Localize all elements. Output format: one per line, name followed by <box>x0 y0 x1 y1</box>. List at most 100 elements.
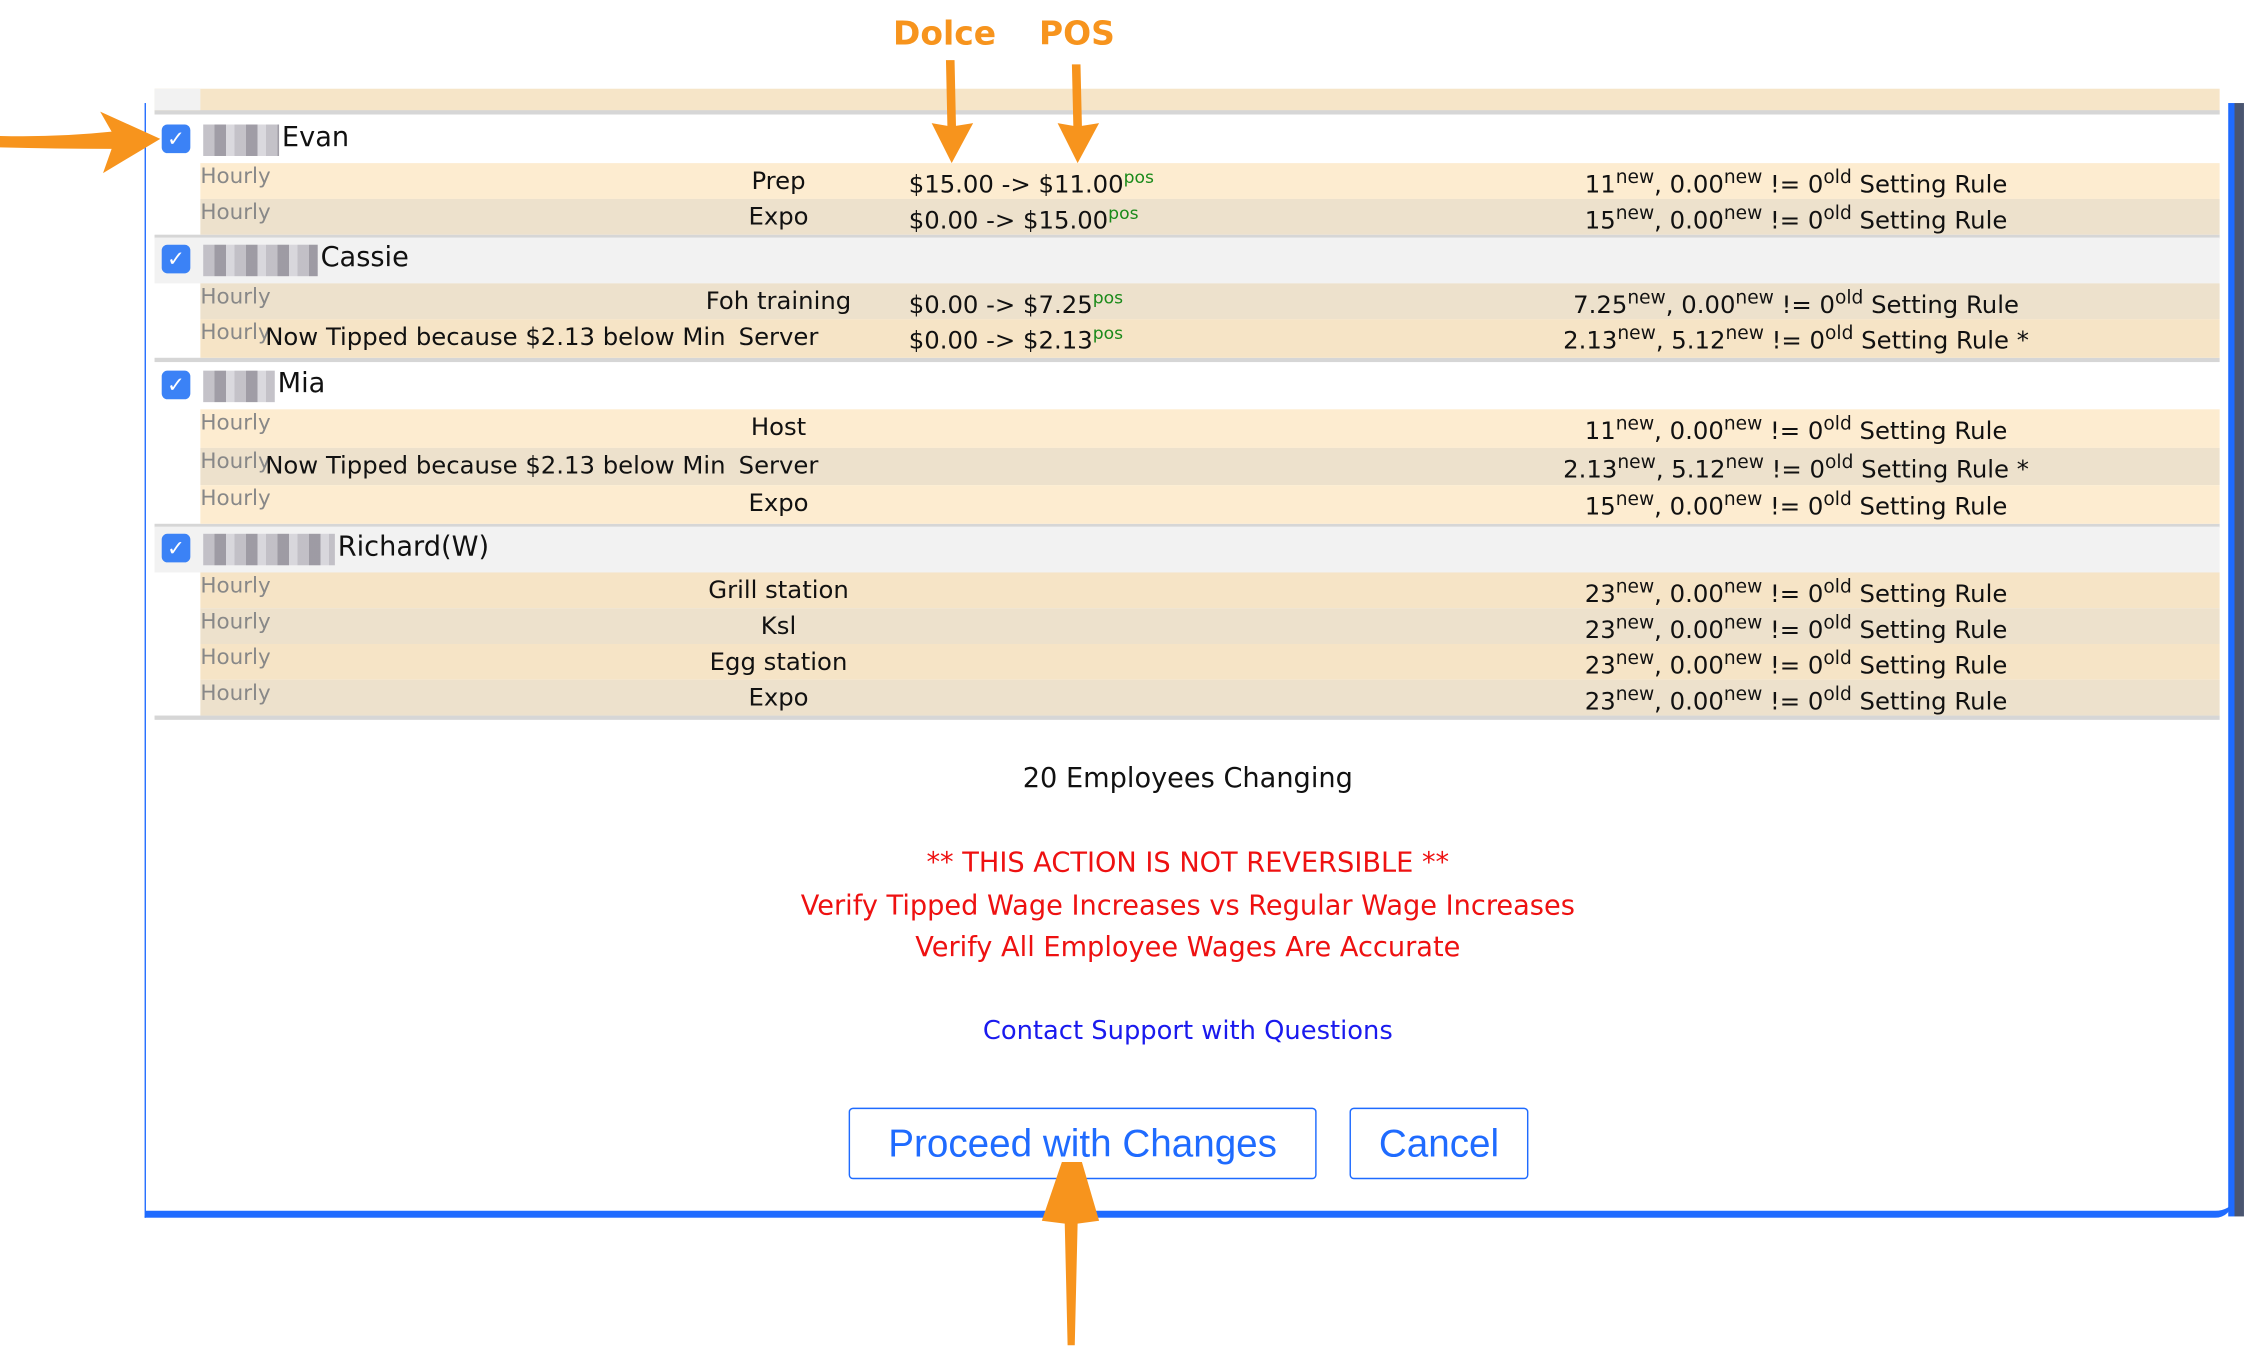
rule-a: 2.13 <box>1563 327 1618 356</box>
arrow-right-icon <box>0 111 161 174</box>
rule-b: 0.00 <box>1669 171 1724 200</box>
tag-new: new <box>1723 648 1763 670</box>
annotation-dolce: Dolce <box>893 15 997 53</box>
rule-c: 0 <box>1807 652 1824 681</box>
tag-old: old <box>1823 413 1852 436</box>
tag-new: new <box>1723 413 1763 436</box>
tag-new: new <box>1723 612 1763 634</box>
rule-a: 11 <box>1584 417 1616 447</box>
tag-old: old <box>1823 612 1852 634</box>
tag-new: new <box>1617 451 1656 473</box>
wage-row: Hourly Prep $15.00 -> $11.00pos 11new, 0.00… <box>200 163 2220 200</box>
contact-support-link[interactable]: Contact Support with Questions <box>982 1016 1393 1047</box>
employee-header: ✓Evan <box>155 117 2220 163</box>
wage-change: $15.00 -> $11.00pos <box>909 167 1154 199</box>
rule-c: 0 <box>1807 687 1824 717</box>
rule-label: Setting Rule <box>1859 616 2008 645</box>
tag-new: new <box>1723 684 1763 706</box>
tag-new: new <box>1615 576 1655 599</box>
tag-new: new <box>1615 612 1655 634</box>
rule-neq: != <box>1781 291 1812 321</box>
rule-c: 0 <box>1807 417 1824 447</box>
employee-header: ✓Richard(W) <box>154 526 2220 573</box>
redacted-name <box>203 370 275 403</box>
pay-type: Hourly <box>200 572 271 599</box>
tag-new: new <box>1615 489 1655 511</box>
rule-a: 7.25 <box>1573 291 1628 321</box>
rule-label: Setting Rule <box>1859 687 2008 717</box>
pay-type: Hourly <box>200 163 271 189</box>
rule-a: 23 <box>1584 616 1616 645</box>
rule-neq: != <box>1770 580 1801 610</box>
rule-text: 7.25new, 0.00new != 0old Setting Rule <box>1573 287 2019 321</box>
tag-new: new <box>1617 323 1656 345</box>
rule-b: 0.00 <box>1669 493 1724 522</box>
rule-a: 23 <box>1584 652 1616 681</box>
employee-checkbox[interactable]: ✓ <box>161 370 191 400</box>
rule-b: 0.00 <box>1669 207 1724 236</box>
checkmark-icon: ✓ <box>167 535 186 561</box>
employee-checkbox[interactable]: ✓ <box>161 244 191 274</box>
rule-neq: != <box>1770 207 1801 236</box>
tag-new: new <box>1723 203 1763 225</box>
rule-b: 0.00 <box>1669 687 1724 717</box>
employee-checkbox[interactable]: ✓ <box>161 533 191 563</box>
job-role: Ksl <box>760 612 797 642</box>
tag-new: new <box>1725 323 1764 345</box>
job-role: Expo <box>748 203 809 232</box>
redacted-name <box>203 124 280 156</box>
tip-note: Now Tipped because $2.13 below Min <box>265 323 726 353</box>
tag-old: old <box>1823 576 1852 599</box>
pay-type: Hourly <box>200 679 271 706</box>
tag-old: old <box>1823 648 1852 670</box>
tag-old: old <box>1825 323 1854 345</box>
rule-c: 0 <box>1807 207 1824 236</box>
job-role: Expo <box>748 684 809 713</box>
pay-type: Hourly <box>200 485 271 511</box>
tag-old: old <box>1823 684 1852 706</box>
tag-new: new <box>1615 167 1655 189</box>
rule-c: 0 <box>1809 327 1826 356</box>
employee-checkbox[interactable]: ✓ <box>161 124 191 154</box>
rule-a: 23 <box>1584 687 1616 717</box>
warning-verify-wages: Verify All Employee Wages Are Accurate <box>915 931 1461 964</box>
tag-old: old <box>1823 489 1852 511</box>
job-role: Prep <box>751 167 806 197</box>
job-role: Host <box>750 413 807 443</box>
job-role: Grill station <box>708 576 849 606</box>
cancel-button[interactable]: Cancel <box>1349 1107 1529 1180</box>
pay-type: Hourly <box>200 198 271 225</box>
rule-text: 2.13new, 5.12new != 0old Setting Rule * <box>1563 451 2029 484</box>
rule-b: 0.00 <box>1669 417 1724 447</box>
annotation-pos: POS <box>1038 15 1115 53</box>
wage-value: $0.00 -> $2.13 <box>908 327 1093 356</box>
job-role: Foh training <box>705 287 852 317</box>
rule-label: Setting Rule <box>1871 291 2019 321</box>
rule-label: Setting Rule * <box>1861 455 2029 484</box>
rule-neq: != <box>1770 687 1801 717</box>
rule-neq: != <box>1770 171 1801 200</box>
rule-a: 15 <box>1584 493 1616 522</box>
wage-source-tag: pos <box>1092 287 1124 308</box>
wage-change: $0.00 -> $7.25pos <box>909 288 1123 320</box>
employee-name: Mia <box>277 367 326 400</box>
rule-a: 2.13 <box>1563 455 1618 484</box>
tag-new: new <box>1723 167 1763 189</box>
rule-text: 11new, 0.00new != 0old Setting Rule <box>1584 167 2008 200</box>
wage-source-tag: pos <box>1108 203 1139 224</box>
rule-label: Setting Rule <box>1859 580 2008 610</box>
rule-label: Setting Rule <box>1859 207 2008 236</box>
